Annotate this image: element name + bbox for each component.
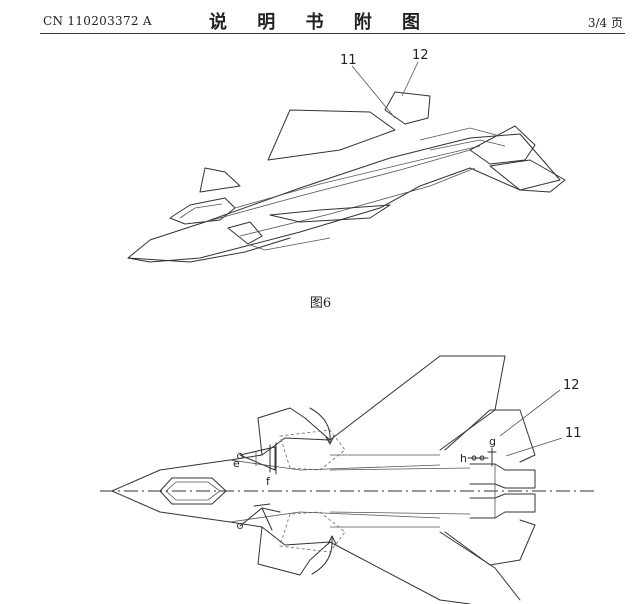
patent-number: CN 110203372 A — [43, 14, 152, 28]
page-number: 3/4 页 — [587, 16, 623, 30]
fig7-label-11: 11 — [565, 426, 582, 441]
page-title: 说 明 书 附 图 — [208, 12, 433, 33]
fig7-label-g: g — [489, 435, 496, 448]
fig7-label-e: e — [233, 457, 240, 470]
fig7-label-12: 12 — [563, 378, 580, 393]
fig6-label-12: 12 — [412, 48, 429, 63]
fig6-label-11: 11 — [340, 53, 357, 68]
header-rule — [40, 33, 625, 34]
figure-caption: 图6 — [309, 296, 332, 311]
fig7-label-h: h — [460, 452, 467, 465]
fig7-label-f: f — [266, 475, 271, 488]
